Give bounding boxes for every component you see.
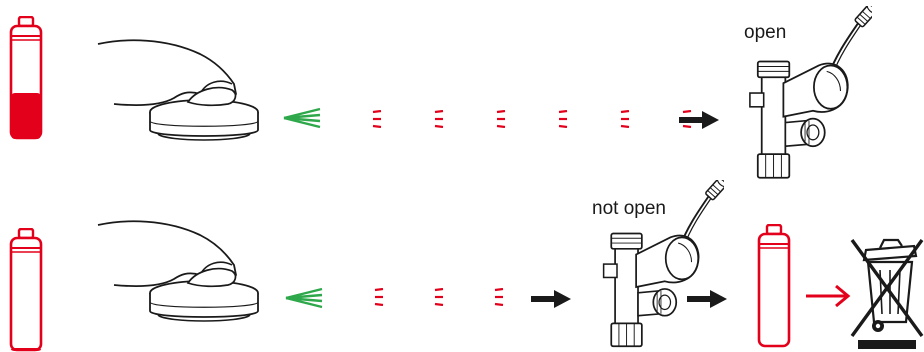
finger-pressing-button-icon: [97, 39, 259, 141]
valve-status-label: open: [744, 22, 786, 43]
wireless-signal-icon: [284, 287, 324, 309]
signal-dash: [434, 288, 444, 306]
battery-charge-fill: [11, 93, 41, 139]
signal-dash: [372, 110, 382, 128]
right-arrow-icon: [806, 284, 851, 308]
right-arrow-icon: [531, 290, 571, 308]
signal-dash: [620, 110, 630, 128]
crossed-out-wheelie-bin-icon: [850, 238, 924, 349]
signal-dash: [496, 110, 506, 128]
signal-dash: [374, 288, 384, 306]
signal-dash: [494, 288, 504, 306]
row-bottom: not open: [9, 180, 924, 352]
right-arrow-icon: [687, 290, 727, 308]
battery-icon: [9, 16, 43, 140]
battery-icon: [757, 224, 791, 348]
signal-dashes: [374, 288, 504, 306]
signal-dashes: [372, 110, 692, 128]
signal-dash: [434, 110, 444, 128]
finger-pressing-button-icon: [97, 220, 259, 322]
battery-charge-fill: [11, 348, 41, 351]
valve-status-label: not open: [592, 198, 666, 219]
battery-icon: [9, 228, 43, 352]
signal-dash: [558, 110, 568, 128]
row-top: open: [9, 6, 872, 179]
wireless-signal-icon: [282, 107, 322, 129]
